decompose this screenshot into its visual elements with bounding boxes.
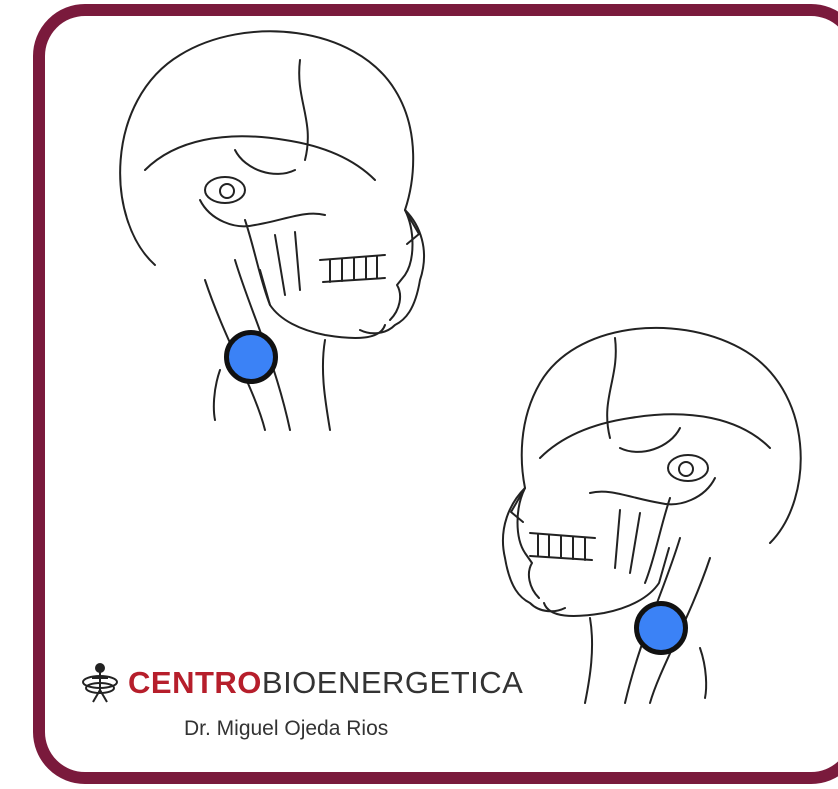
neck-point-marker-lower <box>634 601 688 655</box>
brand-name-bold: CENTRO <box>128 665 262 700</box>
brand-name-light: BIOENERGETICA <box>262 665 523 700</box>
brand-name: CENTROBIOENERGETICA <box>128 667 523 698</box>
brand-logo-block: CENTROBIOENERGETICA <box>80 660 523 704</box>
human-figure-logo-icon <box>80 660 120 704</box>
neck-point-marker-upper <box>224 330 278 384</box>
doctor-name: Dr. Miguel Ojeda Rios <box>184 717 388 741</box>
